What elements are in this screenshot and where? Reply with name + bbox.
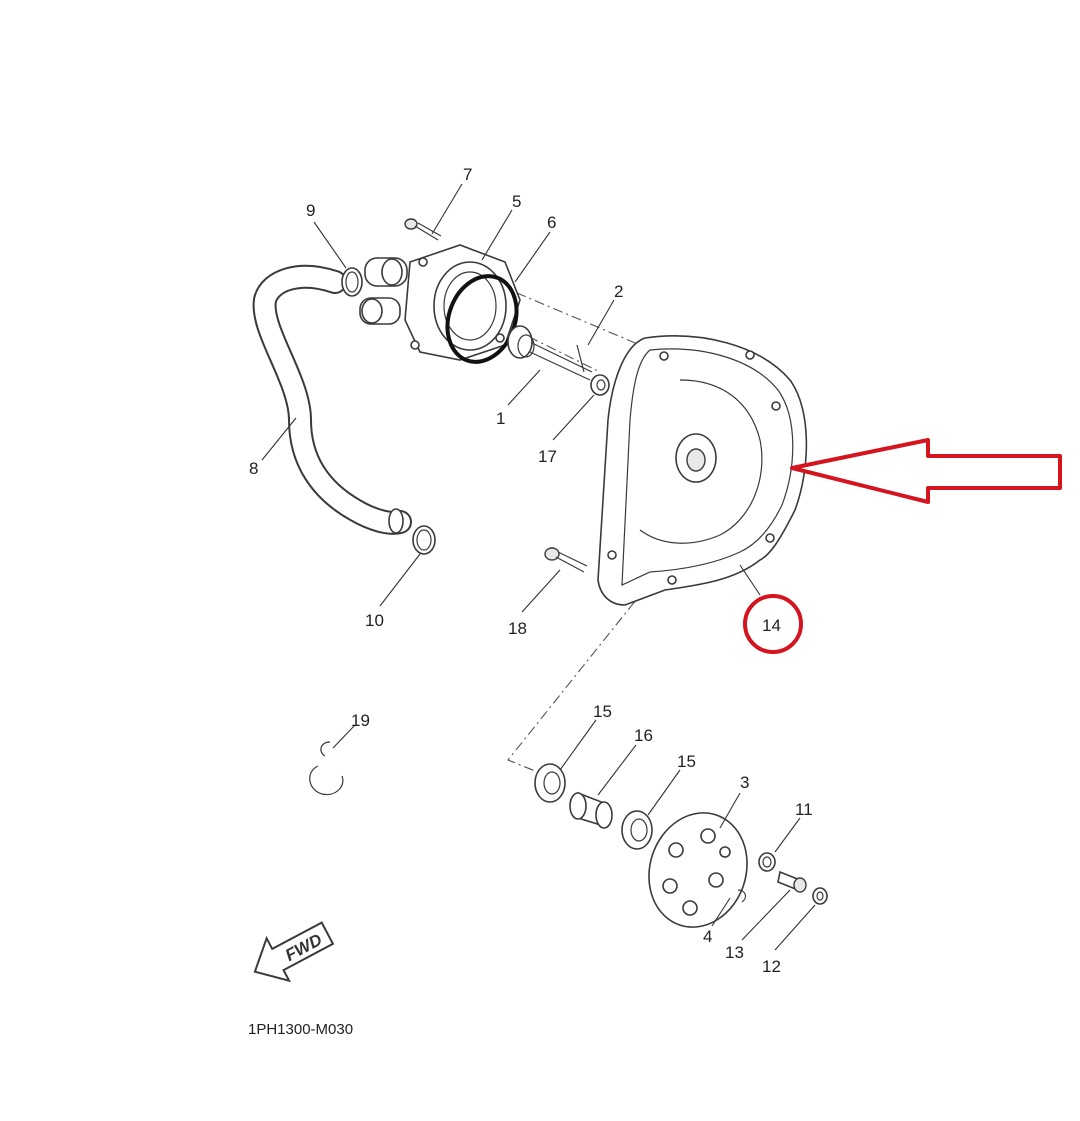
bearing-b	[621, 810, 653, 850]
callout-9: 9	[306, 201, 315, 220]
callout-13: 13	[725, 943, 744, 962]
callout-6: 6	[547, 213, 556, 232]
callout-19: 19	[351, 711, 370, 730]
callout-12: 12	[762, 957, 781, 976]
highlight-circle	[743, 594, 803, 654]
callout-3: 3	[740, 773, 749, 792]
coolant-hose	[252, 264, 412, 535]
washer	[758, 852, 776, 872]
callout-4: 4	[703, 927, 712, 946]
callout-18: 18	[508, 619, 527, 638]
callout-1: 1	[496, 409, 505, 428]
diagram-code: 1PH1300-M030	[248, 1021, 353, 1038]
oil-seal	[590, 374, 610, 396]
callout-5: 5	[512, 192, 521, 211]
bearing-a	[534, 763, 566, 803]
fwd-arrow: FWD	[253, 921, 335, 983]
hose-clamp-lower	[412, 525, 436, 555]
callout-15b: 15	[677, 752, 696, 771]
hose-clamp-upper	[341, 267, 363, 297]
crankcase-cover	[597, 335, 808, 606]
callout-14: 14	[762, 616, 781, 635]
water-pump-housing	[359, 244, 521, 361]
callout-10: 10	[365, 611, 384, 630]
callout-2: 2	[614, 282, 623, 301]
callout-11: 11	[795, 800, 813, 819]
clip	[309, 741, 344, 796]
leader-lines	[261, 183, 816, 951]
circlip	[737, 889, 747, 903]
callout-8: 8	[249, 459, 258, 478]
drive-bolt	[777, 870, 807, 893]
cover-bolt	[544, 547, 588, 573]
nut	[812, 887, 828, 905]
impeller-shaft	[507, 325, 593, 381]
callout-7: 7	[463, 165, 472, 184]
callout-labels: 1 2 3 4 5 6 7 8 9 10 11 12 13 14 15 15 1…	[249, 165, 813, 976]
drive-plate	[648, 812, 748, 928]
callout-17: 17	[538, 447, 557, 466]
housing-bolt	[404, 218, 442, 241]
pin	[576, 344, 585, 373]
callout-16: 16	[634, 726, 653, 745]
highlight-arrow	[790, 438, 1062, 504]
callout-15a: 15	[593, 702, 612, 721]
collar	[569, 791, 613, 829]
